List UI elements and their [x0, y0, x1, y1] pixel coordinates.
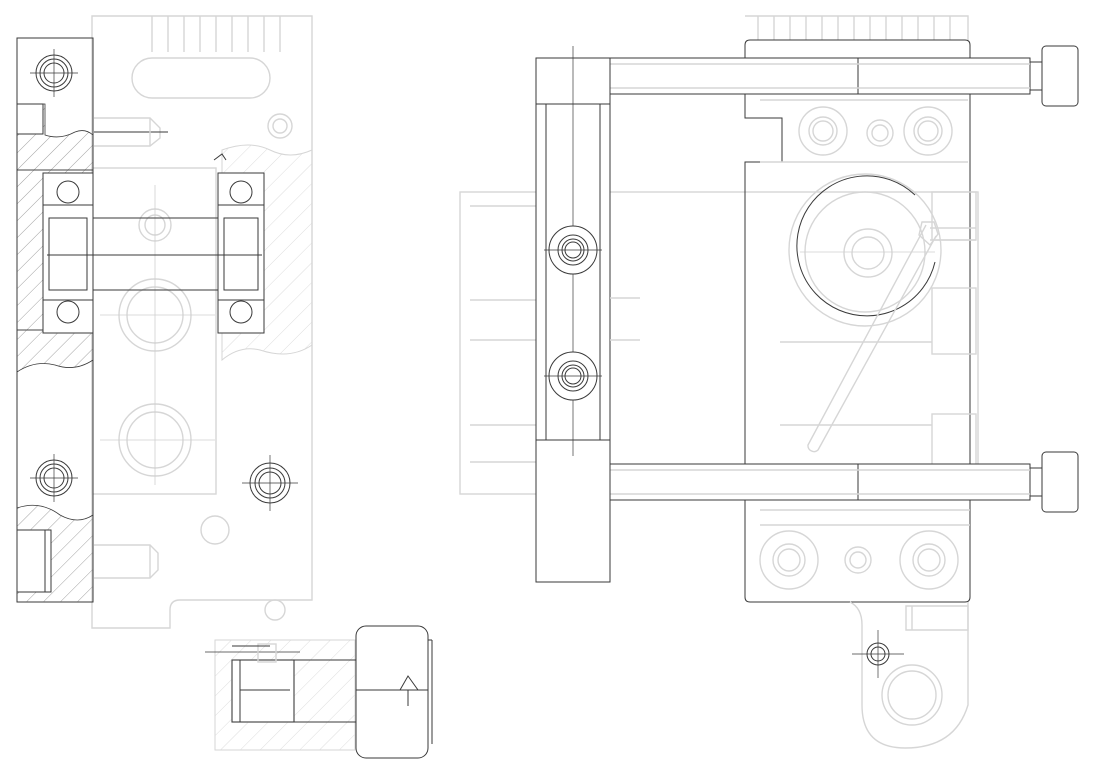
bottom-holes [759, 530, 959, 590]
tension-wheel [788, 173, 976, 453]
bolt-hole-middle-right [242, 455, 298, 511]
set-screw-top [94, 117, 168, 147]
bearing-assembly [42, 153, 265, 334]
guide-rod-bottom [609, 451, 1079, 513]
bolt-hole-top-left [30, 49, 78, 97]
side-view [459, 15, 1079, 749]
section-view [16, 15, 433, 759]
top-holes [760, 99, 968, 163]
roller-assembly [205, 625, 433, 759]
vertical-block [535, 46, 640, 583]
block-hole-lower [544, 351, 602, 401]
tab-bolt-hole [852, 630, 904, 678]
block-hole-upper [544, 225, 602, 275]
bolt-hole-bottom-left [30, 454, 78, 502]
main-plate [744, 15, 977, 749]
guide-rod-top [609, 45, 1079, 107]
